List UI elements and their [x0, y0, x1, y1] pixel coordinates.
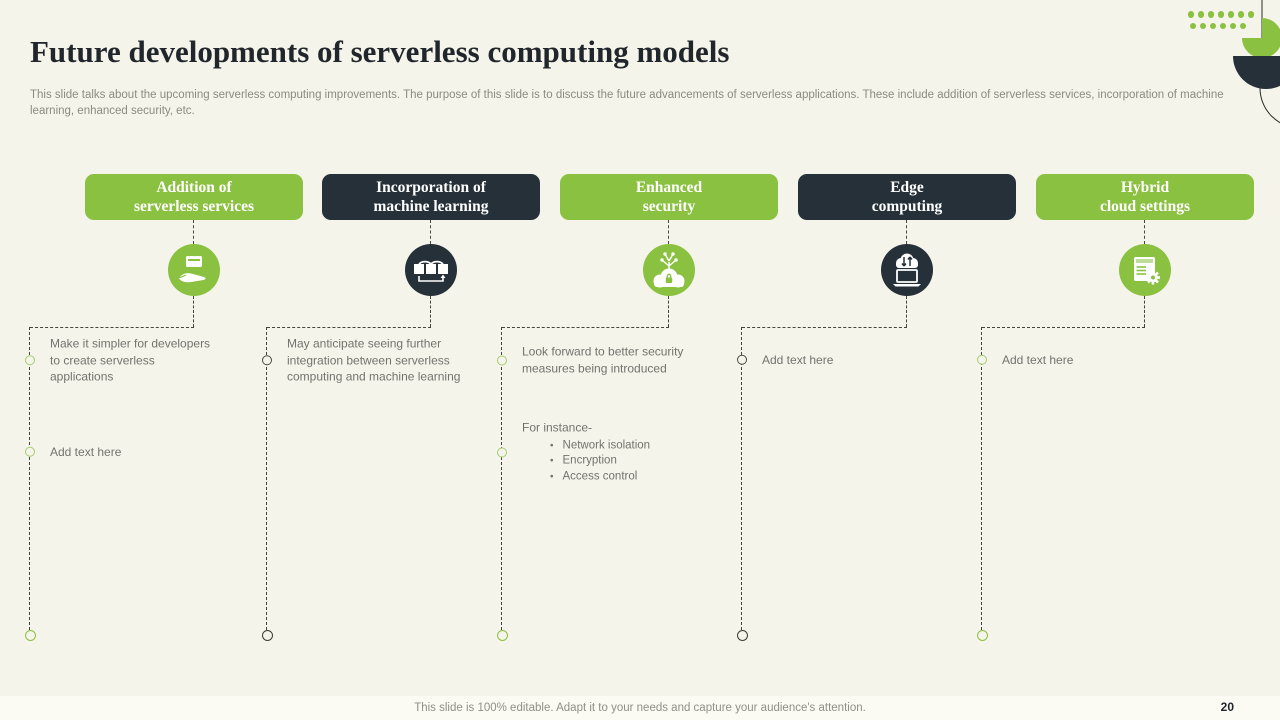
item-text: Make it simpler for developers to create… [50, 336, 211, 384]
header-line: Hybrid [1120, 179, 1170, 196]
dots-row-1 [1187, 11, 1254, 18]
connector-horizontal [30, 327, 194, 328]
sub-list-item: Access control [550, 469, 717, 485]
list-item: May anticipate seeing further integratio… [262, 335, 487, 385]
connector-horizontal [982, 327, 1145, 328]
connector-stub [668, 296, 669, 327]
connector-end-circle [737, 630, 748, 641]
connector-end-circle [497, 630, 508, 641]
bullet-circle-icon [25, 447, 35, 457]
header-box: Hybrid cloud settings [1036, 174, 1254, 220]
connector-stub [906, 296, 907, 327]
item-text: Look forward to better security measures… [522, 344, 684, 376]
header-line: Edge [890, 179, 924, 196]
connector-vertical [741, 327, 742, 630]
list-item: For instance- Network isolation Encrypti… [497, 420, 717, 485]
corner-circles-decoration [1233, 0, 1280, 124]
connector-stub [430, 220, 431, 244]
hand-offering-services-icon [168, 244, 220, 296]
security-measures-list: Network isolation Encryption Access cont… [522, 438, 717, 485]
edge-computing-laptop-cloud-icon [881, 244, 933, 296]
header-line: computing [871, 198, 943, 215]
item-text: For instance- [522, 420, 593, 435]
item-text: Add text here [1002, 352, 1074, 367]
header-line: Enhanced [635, 179, 703, 196]
header-line: machine learning [373, 198, 489, 215]
connector-horizontal [502, 327, 669, 328]
header-box: Addition of serverless services [85, 174, 303, 220]
connector-vertical [501, 327, 502, 630]
bullet-circle-icon [737, 355, 747, 365]
footer-bar [0, 696, 1280, 720]
page-number: 20 [1220, 700, 1234, 714]
machine-learning-boxes-icon [405, 244, 457, 296]
connector-stub [668, 220, 669, 244]
sub-list-item: Encryption [550, 454, 717, 470]
connector-end-circle [977, 630, 988, 641]
connector-horizontal [742, 327, 907, 328]
bullet-circle-icon [262, 355, 272, 365]
list-item: Add text here [737, 352, 932, 369]
page-title: Future developments of serverless comput… [30, 34, 730, 69]
list-item: Add text here [977, 352, 1172, 369]
connector-stub [430, 296, 431, 327]
connector-vertical [29, 327, 30, 630]
sub-list-item: Network isolation [550, 438, 717, 454]
bullet-circle-icon [497, 355, 507, 365]
header-box: Edge computing [798, 174, 1016, 220]
bullet-circle-icon [497, 447, 507, 457]
header-box: Enhanced security [560, 174, 778, 220]
connector-horizontal [267, 327, 431, 328]
slide-description: This slide talks about the upcoming serv… [30, 89, 1224, 117]
connector-stub [193, 296, 194, 327]
bullet-circle-icon [977, 355, 987, 365]
list-item: Add text here [25, 444, 220, 461]
item-text: Add text here [762, 352, 834, 367]
list-item: Make it simpler for developers to create… [25, 335, 220, 385]
window-settings-gear-icon [1119, 244, 1171, 296]
item-text: Add text here [50, 444, 122, 459]
dots-row-2 [1188, 22, 1246, 29]
connector-stub [193, 220, 194, 244]
header-line: Addition of [156, 179, 232, 196]
connector-vertical [266, 327, 267, 630]
list-item: Look forward to better security measures… [497, 344, 717, 377]
footer-note: This slide is 100% editable. Adapt it to… [414, 702, 866, 714]
connector-end-circle [25, 630, 36, 641]
header-line: Incorporation of [376, 179, 486, 196]
connector-vertical [981, 327, 982, 630]
header-line: serverless services [133, 198, 255, 215]
header-line: security [642, 198, 696, 215]
connector-stub [906, 220, 907, 244]
dots-decoration [1187, 11, 1254, 29]
bullet-circle-icon [25, 355, 35, 365]
connector-stub [1144, 296, 1145, 327]
header-line: cloud settings [1100, 198, 1190, 215]
header-box: Incorporation of machine learning [322, 174, 540, 220]
connector-stub [1144, 220, 1145, 244]
connector-end-circle [262, 630, 273, 641]
secure-cloud-network-icon [643, 244, 695, 296]
item-text: May anticipate seeing further integratio… [287, 336, 461, 384]
